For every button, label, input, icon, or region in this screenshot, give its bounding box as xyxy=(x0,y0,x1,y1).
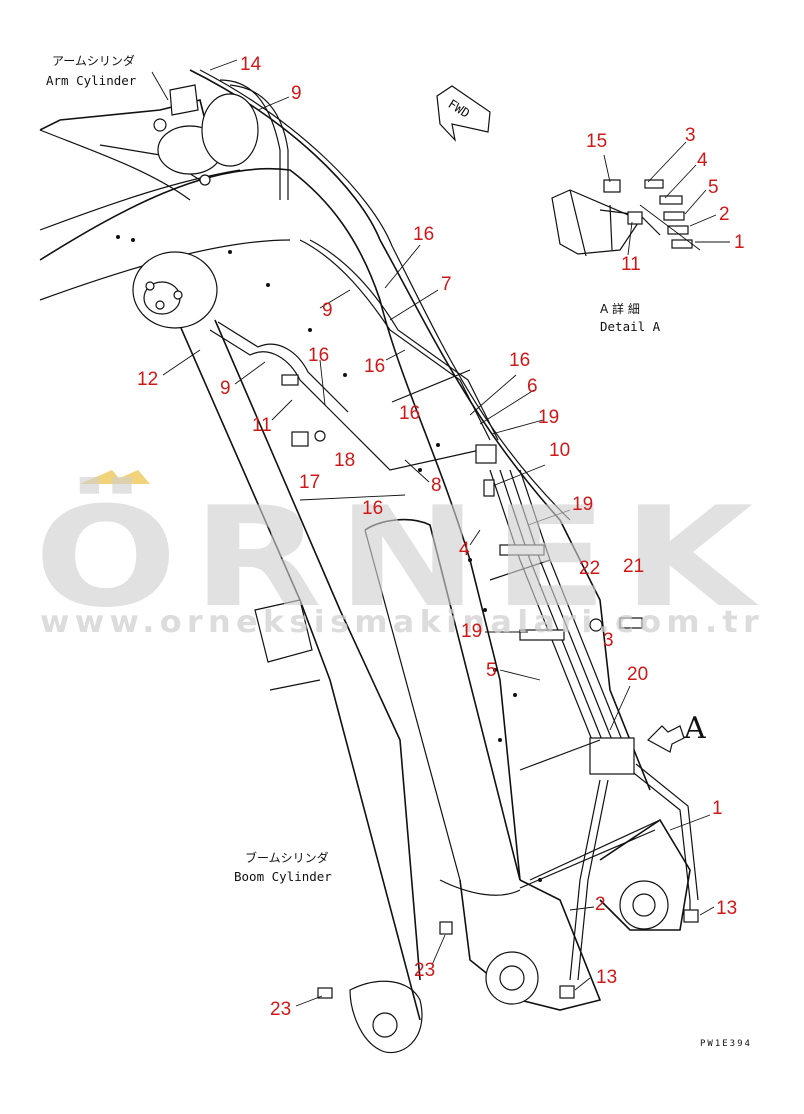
callout-20: 20 xyxy=(627,664,648,685)
detail-callout-5: 5 xyxy=(708,177,719,198)
watermark-brand: ÖRNEK xyxy=(34,477,768,638)
detail-callout-1: 1 xyxy=(734,232,745,253)
detail-callout-15: 15 xyxy=(586,131,607,152)
callout-10: 10 xyxy=(549,440,570,461)
callout-9-top: 9 xyxy=(291,83,302,104)
boom-cylinder xyxy=(132,251,423,1054)
callout-9-left: 9 xyxy=(220,378,231,399)
leader-lines xyxy=(151,59,730,1007)
callout-7: 7 xyxy=(441,274,452,295)
callout-13-low: 13 xyxy=(596,967,617,988)
boom-bolt-holes xyxy=(116,235,542,882)
hydraulic-pipes xyxy=(209,79,699,999)
watermark-umlaut-right xyxy=(106,470,150,484)
callout-21: 21 xyxy=(623,556,644,577)
watermark-umlaut-left xyxy=(80,470,124,484)
detail-a-en-label: Detail A xyxy=(600,319,661,334)
callout-2-low: 2 xyxy=(595,894,606,915)
watermark-url: www.orneksismakinalari.com.tr xyxy=(40,605,764,640)
callout-23-mid: 23 xyxy=(414,960,435,981)
boom-structure xyxy=(39,69,691,1011)
callout-6: 6 xyxy=(527,376,538,397)
callout-18: 18 xyxy=(334,450,355,471)
arm-cylinder-jp-label: アームシリンダ xyxy=(52,53,135,68)
callout-3-mid: 3 xyxy=(603,630,614,651)
view-a-arrow: A xyxy=(647,711,706,753)
callout-numbers: 14 9 16 7 9 16 16 12 9 11 16 17 18 16 6 … xyxy=(137,54,745,1020)
view-a-label: A xyxy=(683,711,706,746)
detail-callout-3: 3 xyxy=(685,125,696,146)
callout-17: 17 xyxy=(299,472,320,493)
callout-16-a: 16 xyxy=(413,224,434,245)
callout-13-right: 13 xyxy=(716,898,737,919)
callout-19-b: 19 xyxy=(572,494,593,515)
arm-cylinder-inner xyxy=(364,518,521,896)
callout-8: 8 xyxy=(431,475,442,496)
callout-16-c: 16 xyxy=(364,356,385,377)
callout-1-low: 1 xyxy=(712,798,723,819)
detail-callout-2: 2 xyxy=(719,204,730,225)
arm-cylinder-mount xyxy=(39,84,259,186)
callout-9-mid: 9 xyxy=(322,300,333,321)
detail-callout-11: 11 xyxy=(621,254,641,275)
fwd-arrow: FWD xyxy=(436,85,491,142)
callout-22: 22 xyxy=(579,558,600,579)
callout-19-a: 19 xyxy=(538,407,559,428)
boom-cylinder-jp-label: ブームシリンダ xyxy=(245,850,329,865)
detail-a-drawing xyxy=(551,179,693,257)
drawing-code: PW1E394 xyxy=(700,1039,752,1049)
detail-a-jp-label: A 詳 細 xyxy=(600,301,640,316)
callout-16-f: 16 xyxy=(509,350,530,371)
watermark: ÖRNEK www.orneksismakinalari.com.tr xyxy=(34,470,768,640)
callout-23-left: 23 xyxy=(270,999,291,1020)
callout-19-c: 19 xyxy=(461,621,482,642)
callout-16-d: 16 xyxy=(399,403,420,424)
callout-12: 12 xyxy=(137,369,158,390)
callout-16-e: 16 xyxy=(362,498,383,519)
callout-16-b: 16 xyxy=(308,345,329,366)
arm-cylinder-en-label: Arm Cylinder xyxy=(46,73,137,88)
callout-11: 11 xyxy=(252,415,272,436)
boom-cylinder-en-label: Boom Cylinder xyxy=(234,869,332,884)
callout-4-mid: 4 xyxy=(459,539,470,560)
callout-14: 14 xyxy=(240,54,262,75)
detail-callout-4: 4 xyxy=(697,150,708,171)
callout-5-mid: 5 xyxy=(486,660,497,681)
component-labels: アームシリンダ Arm Cylinder ブームシリンダ Boom Cylind… xyxy=(46,53,752,1049)
